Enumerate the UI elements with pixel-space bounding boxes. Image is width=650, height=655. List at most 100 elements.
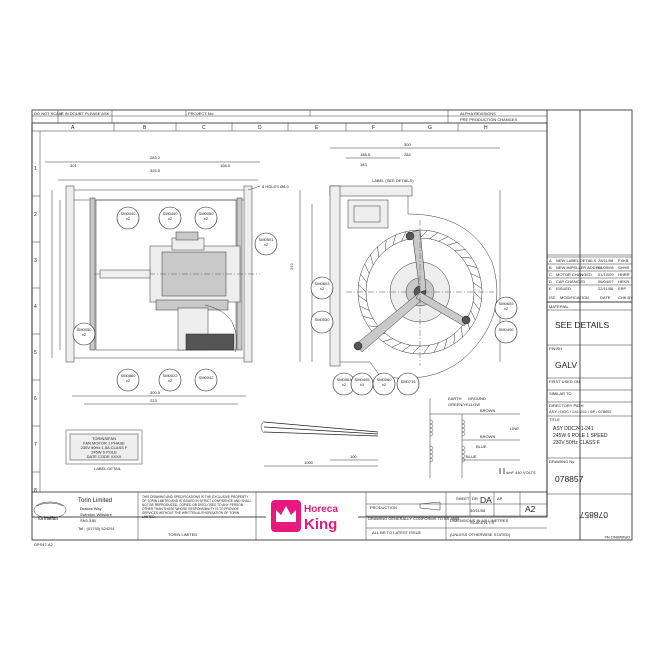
finish-label: FINISH [549,346,562,351]
revision-cell: NEW IMPELLER ADDED [556,265,601,270]
motor-winding [429,419,466,437]
callout-text: x1 [360,382,365,387]
dim-222: 222 [289,263,294,270]
callout-c12: SM0400 [494,320,518,344]
revision-cell: MOTOR CHANGED [556,272,592,277]
dr-value: DA [480,495,492,505]
callout-text: x2 [126,378,131,383]
grid-column-C: C [202,125,206,131]
callout-text: SM0063 [337,377,353,382]
callout-text: SM0605 [499,301,515,306]
callout-text: SM0400 [499,327,515,332]
grid-row-6: 6 [34,396,37,402]
dim-188: 188.5 [360,152,371,157]
revision-cell: A [549,258,552,263]
revision-cell: ISSUED [556,286,571,291]
rev-chk-header: CHK BY [618,295,633,300]
dim-284: 284 [404,152,411,157]
cable-drawing: 1000 100 [260,420,379,467]
revision-cell: SHHR [618,265,629,270]
sheet-size: A2 [525,504,536,514]
grid-column-D: D [258,125,262,131]
nameplate-line: FAN MOTOR 1 PHASE [83,441,125,446]
drawing-no-rotated: 078857 [579,510,608,520]
revision-cell: HEKR [618,279,629,284]
dim-holes: 8 HOLES Ø8.0 [262,184,289,189]
cable-length-100: 100 [350,454,357,459]
grid-row-8: 8 [34,488,37,494]
ground-label: GROUND [468,396,486,401]
finish-value: GALV [555,360,577,370]
revision-cell: E [549,286,552,291]
drawing-generally-label: DRAWING GENERALLY CONFORMS TO BS 8888 [368,516,460,521]
revision-cell: FXKB [618,258,629,263]
similar-to-label: SIMILAR TO [549,391,572,396]
grid-row-4: 4 [34,304,37,310]
directory-path-label: DIRECTORY PATH [549,403,584,408]
horeca-king-logo: Horeca King [266,498,358,534]
cable-length-1000: 1000 [304,460,314,465]
rev-mod-header: MODIFICATION [560,295,589,300]
rev-iss-header: ISS [549,295,556,300]
revision-cell: ERP [618,286,627,291]
logo-king-text: King [304,516,337,533]
sheet-label: SHEET [456,496,470,501]
first-used-on-label: FIRST USED ON [549,379,580,384]
grid-row-7: 7 [34,442,37,448]
dim-300: 300 [404,142,411,147]
title-block-right: MATERIAL SEE DETAILS FINISH GALV FIRST U… [547,304,632,540]
revision-cell: CAP CHANGED [556,279,585,284]
grid-column-A: A [71,125,75,131]
grid-row-5: 5 [34,350,37,356]
alpha-revisions-label: ALPHA REVISIONS [460,111,496,116]
dim-301: 301 [70,163,77,168]
revision-cell: 04/09/08 [598,265,614,270]
green-yellow-label: GREEN/YELLOW [448,402,480,407]
revision-cell: 01/10/09 [598,272,614,277]
dims-mm-label: DIMENSIONS IN MILLIMETRES [450,518,509,523]
copyright-tag: TORIN LIMITED [168,532,197,537]
callout-text: x2 [342,382,347,387]
title-line-1: ASY DDC241-241 [553,426,594,432]
wire-brown-2: BROWN [480,434,495,439]
callout-text: SM0022 [163,373,179,378]
revision-cell: HHRR [618,272,630,277]
grid-column-F: F [372,125,375,131]
company-brand: torinsifan [38,516,59,522]
callout-text: SM0040 [121,211,137,216]
earth-label: EARTH [448,396,462,401]
label-details-callout: LABEL (SEE DETAILS) [372,178,414,183]
callout-text: SM0860 [121,373,137,378]
logo-horeca-text: Horeca [304,504,338,515]
grid-column-G: G [428,125,432,131]
dr-label: DR [472,496,478,501]
nameplate-line: DATE CODE XXXX [87,454,122,459]
capacitor-label: 4mF 440 VOLTS [506,470,536,475]
material-label: MATERIAL [549,304,569,309]
callout-text: SM0050 [77,327,93,332]
callout-text: x2 [382,382,387,387]
dim-183: 183 [360,162,367,167]
do-not-scale-label: DO NOT SCALE [34,111,64,116]
callout-text: SM0405 [355,377,371,382]
callout-text: x2 [82,332,87,337]
callout-text: x2 [264,242,269,247]
callout-text: x2 [168,216,173,221]
all-br-label: ALL BR TO LATEST ISSUE [372,530,421,535]
callout-c16: SM0715 [396,372,420,396]
dim-223: 223 [150,398,157,403]
scale-label: SCALE N.T.S [470,520,494,525]
company-address-3: SN3 3JB [80,518,96,523]
callout-text: SM0042 [199,375,215,380]
wire-blue-2: BLUE [466,454,477,459]
dim-283: 283.2 [150,155,161,160]
